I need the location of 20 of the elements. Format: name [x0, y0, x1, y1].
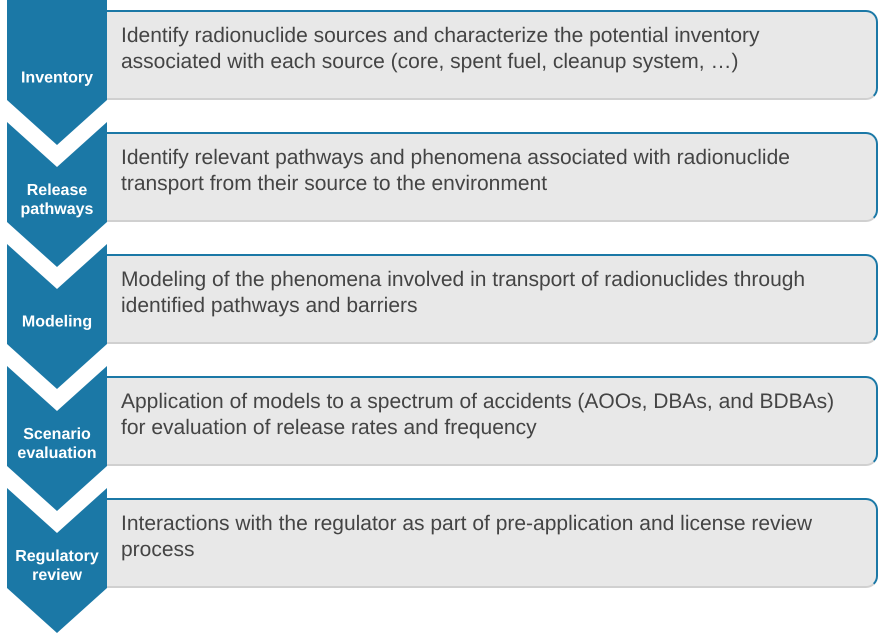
description-box — [107, 254, 878, 344]
chevron-step — [7, 366, 107, 511]
step-title: Scenario evaluation — [16, 425, 98, 463]
description-text: Identify radionuclide sources and characterize the potential inventory associated with each source (core, spent fuel, cleanup system, …) — [121, 23, 761, 75]
description-box — [107, 376, 878, 466]
description-box — [107, 132, 878, 222]
description-text: Interactions with the regulator as part of pre-application and license review process — [121, 511, 814, 563]
chevron-step — [7, 488, 107, 633]
step-title: Modeling — [20, 312, 94, 332]
description-text: Application of models to a spectrum of accidents (AOOs, DBAs, and BDBAs) for evaluation of release rates and frequency — [121, 389, 836, 441]
chevron-step — [7, 122, 107, 267]
description-text: Identify relevant pathways and phenomena associated with radionuclide transport from their source to the environment — [121, 145, 791, 197]
description-box — [107, 10, 878, 100]
chevron-step — [7, 0, 107, 145]
description-box — [107, 498, 878, 588]
step-title: Inventory — [20, 68, 94, 88]
step-title: Regulatory review — [14, 547, 100, 585]
description-text: Modeling of the phenomena involved in transport of radionuclides through identified pathways and barriers — [121, 267, 806, 319]
step-title: Release pathways — [20, 181, 94, 219]
chevron-step — [7, 244, 107, 389]
